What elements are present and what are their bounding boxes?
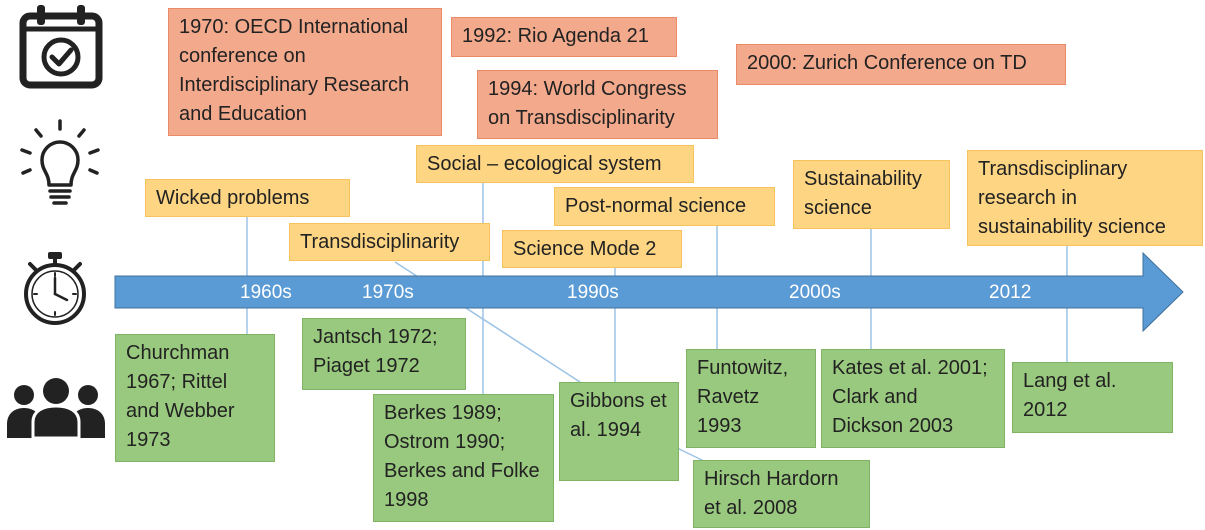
event-rio-1992: 1992: Rio Agenda 21 <box>451 17 677 57</box>
reference-churchman-rittel: Churchman 1967; Rittel and Webber 1973 <box>115 334 275 462</box>
calendar-check-icon <box>19 5 103 89</box>
timeline-label-1960s: 1960s <box>240 282 292 303</box>
reference-lang: Lang et al. 2012 <box>1012 362 1173 433</box>
timeline-label-2012: 2012 <box>989 282 1032 303</box>
concept-transdisciplinarity: Transdisciplinarity <box>289 223 490 261</box>
lightbulb-icon <box>20 119 100 205</box>
event-zurich-2000: 2000: Zurich Conference on TD <box>736 44 1066 85</box>
reference-hirsch-hardorn: Hirsch Hardorn et al. 2008 <box>693 460 870 528</box>
event-oecd-1970: 1970: OECD International conference on I… <box>168 8 442 136</box>
people-group-icon <box>7 378 105 440</box>
reference-gibbons: Gibbons et al. 1994 <box>559 382 679 481</box>
timeline-label-1970s: 1970s <box>362 282 414 303</box>
timeline-label-2000s: 2000s <box>789 282 841 303</box>
concept-social-ecological-system: Social – ecological system <box>416 145 694 183</box>
concept-sustainability-science: Sustainability science <box>793 160 950 229</box>
concept-td-research-sustainability: Transdisciplinary research in sustainabi… <box>967 150 1203 246</box>
timeline-label-1990s: 1990s <box>567 282 619 303</box>
reference-jantsch-piaget: Jantsch 1972; Piaget 1972 <box>302 318 466 390</box>
reference-funtowitz-ravetz: Funtowitz, Ravetz 1993 <box>686 349 816 448</box>
reference-kates-clark: Kates et al. 2001; Clark and Dickson 200… <box>821 349 1005 448</box>
event-world-congress-1994: 1994: World Congress on Transdisciplinar… <box>477 70 718 139</box>
stopwatch-icon <box>24 252 86 325</box>
concept-wicked-problems: Wicked problems <box>145 179 350 217</box>
concept-science-mode-2: Science Mode 2 <box>502 230 682 268</box>
reference-berkes-ostrom: Berkes 1989; Ostrom 1990; Berkes and Fol… <box>373 394 554 522</box>
concept-post-normal-science: Post-normal science <box>554 187 775 226</box>
